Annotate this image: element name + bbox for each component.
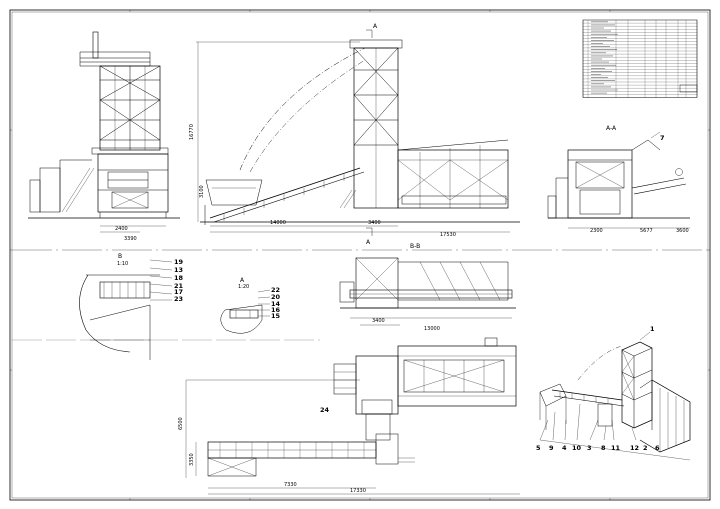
detail-b-view [79,259,173,360]
callout-16: 16 [271,306,281,314]
section-marker-a-top: A [373,23,378,30]
callout-17: 17 [174,288,183,296]
front-view [28,31,180,233]
dim-plan-total: 17330 [350,488,366,494]
detail-a-scale: 1:20 [238,284,249,290]
parts-list-table [582,19,698,98]
callout-2: 2 [643,444,648,452]
dim-side-height: 16770 [189,124,195,140]
callout-18: 18 [174,274,184,282]
dim-plan-b: 3350 [189,453,195,466]
sheet-border [9,9,711,501]
section-bb-title: B-B [410,243,420,250]
callout-4: 4 [562,444,567,452]
side-view [196,29,520,236]
callout-3: 3 [587,444,592,452]
callout-9: 9 [549,444,554,452]
dim-front-left: 2400 [115,226,128,232]
detail-b-callouts: 19 13 18 21 17 23 [174,258,184,303]
section-marker-a-bottom: A [366,239,371,246]
dim-aa-a: 2300 [590,228,603,234]
detail-b-title: B [118,253,122,260]
callout-6: 6 [655,444,660,452]
plan-view [185,337,520,495]
section-aa-title: A-A [606,125,617,132]
callout-7: 7 [660,134,665,142]
callout-13: 13 [174,266,183,274]
dim-side-lower-height: 3100 [199,185,205,198]
dim-aa-c: 3600 [676,228,689,234]
dim-aa-b: 5677 [640,228,653,234]
callout-14: 14 [271,300,281,308]
dim-long-a: 14000 [270,220,286,226]
section-aa-view [547,131,690,229]
detail-a-title: A [240,277,245,284]
section-bb-view [339,257,516,326]
isometric-callouts: 1 5 9 4 10 3 8 11 12 2 6 [536,325,660,452]
sheet-inner-border [11,11,709,499]
dim-plan-height: 6500 [178,417,184,430]
callout-5: 5 [536,444,541,452]
callout-21: 21 [174,282,184,290]
dim-front-width: 3390 [124,236,137,242]
callout-24: 24 [320,406,330,414]
isometric-view [539,331,691,461]
parts-list-stamp [679,84,698,93]
zone-ticks [10,10,710,500]
callout-23: 23 [174,295,183,303]
callout-19: 19 [174,258,184,266]
detail-b-scale: 1:10 [117,261,128,267]
callout-12: 12 [630,444,639,452]
detail-a-callouts: 22 20 14 16 15 [271,286,281,320]
callout-10: 10 [572,444,582,452]
dim-bb-total: 13000 [424,326,440,332]
callout-1: 1 [650,325,655,333]
callout-15: 15 [271,312,281,320]
dim-plan-width: 7330 [284,482,297,488]
dim-long-total: 17530 [440,232,456,238]
callout-20: 20 [271,293,281,301]
callout-11: 11 [611,444,621,452]
dim-long-b: 3400 [368,220,381,226]
dim-bb-a: 3400 [372,318,385,324]
callout-22: 22 [271,286,280,294]
callout-8: 8 [601,444,606,452]
detail-a-view [220,289,271,334]
